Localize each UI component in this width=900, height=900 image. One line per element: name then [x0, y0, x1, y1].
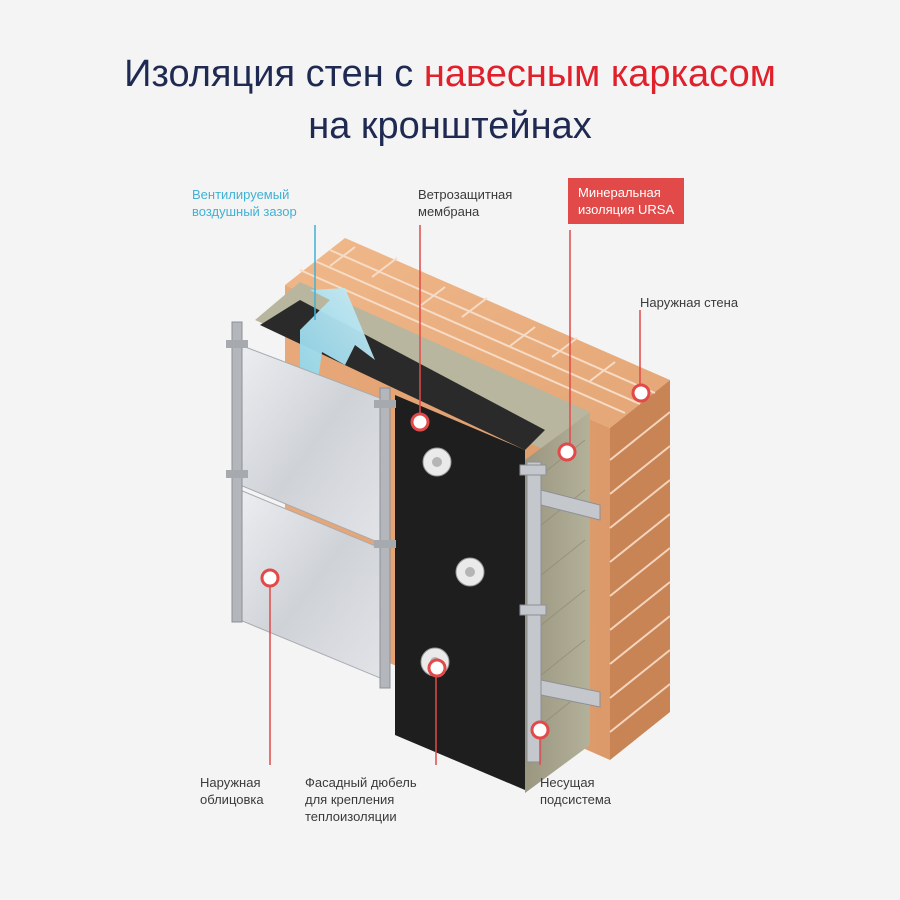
label-outer-wall: Наружная стена [640, 295, 739, 310]
label-insulation: Минеральная изоляция URSA [568, 178, 685, 224]
exterior-cladding [226, 321, 396, 689]
page-title: Изоляция стен с навесным каркасом на кро… [0, 48, 900, 152]
air-flow-arrow-icon [300, 288, 375, 380]
title-line2: на кронштейнах [308, 105, 592, 147]
callout-dot-icon [260, 383, 651, 740]
label-air-gap: Вентилируемый воздушный зазор [192, 187, 297, 219]
label-dowel: Фасадный дюбель для крепления теплоизоля… [305, 775, 417, 824]
facade-dowel-icon [420, 447, 485, 677]
label-subsystem: Несущая подсистема [540, 775, 612, 807]
title-part1: Изоляция стен с [124, 53, 424, 95]
title-accent: навесным каркасом [423, 53, 776, 95]
label-membrane: Ветрозащитная мембрана [418, 187, 513, 219]
load-bearing-subsystem [519, 461, 601, 763]
label-cladding: Наружная облицовка [200, 775, 264, 807]
callout-lines [269, 225, 641, 765]
